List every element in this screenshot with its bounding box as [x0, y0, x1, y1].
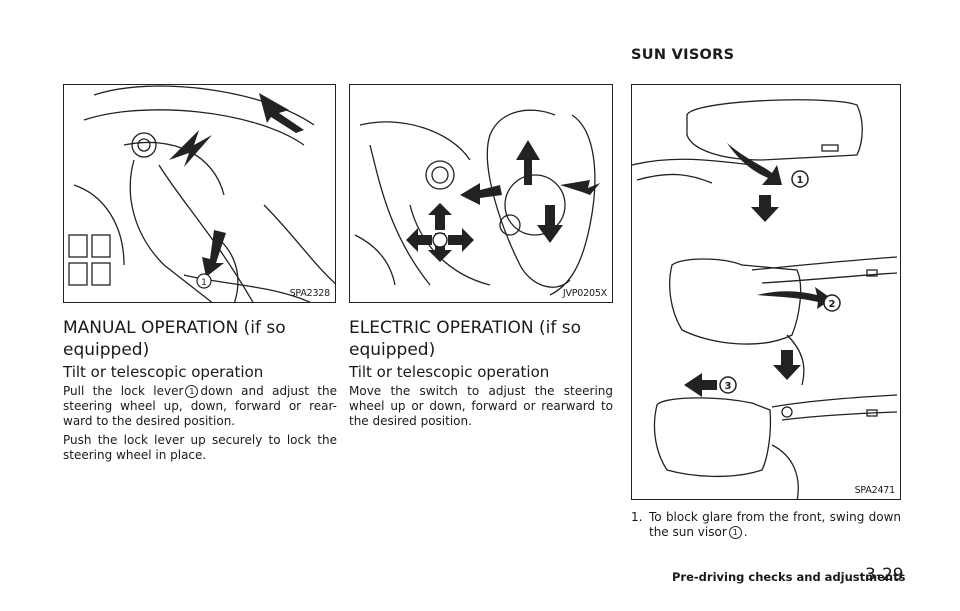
left-subheading: Tilt or telescopic operation [63, 363, 264, 381]
ref-circle-1: 1 [185, 385, 199, 398]
electric-steering-figure: JVP0205X [349, 84, 613, 303]
figure-code: SPA2328 [289, 288, 331, 299]
list-number: 1. [631, 510, 643, 524]
callout-3: 3 [725, 381, 732, 392]
ref-circle-1: 1 [728, 526, 742, 539]
sun-visor-figure: 1 2 3 SPA2471 [631, 84, 901, 500]
sun-visor-illustration: 1 2 3 [632, 99, 898, 499]
middle-heading: ELECTRIC OPERATION (if so equipped) [349, 318, 582, 360]
callout-1: 1 [797, 175, 804, 186]
left-heading: MANUAL OPERATION (if so equipped) [63, 318, 286, 360]
callout-1: 1 [201, 278, 207, 288]
steering-switch-illustration [354, 109, 600, 296]
left-paragraph-2: Push the lock lever up securely to lock … [63, 433, 337, 462]
sun-visor-list-item: 1. To block glare from the front, swing … [631, 510, 901, 539]
middle-subheading: Tilt or telescopic operation [349, 363, 550, 381]
steering-lock-lever-figure: 1 SPA2328 [63, 84, 336, 303]
middle-paragraph-1: Move the switch to adjust the steering w… [349, 384, 613, 428]
section-title: SUN VISORS [631, 47, 735, 63]
figure-code: JVP0205X [562, 288, 607, 299]
figure-code: SPA2471 [854, 485, 896, 496]
footer-chapter-label: Pre-driving checks and adjustments [672, 570, 906, 584]
callout-2: 2 [829, 299, 836, 310]
steering-wheel-lever-illustration: 1 [68, 85, 335, 302]
page-number: 3-29 [865, 565, 904, 585]
